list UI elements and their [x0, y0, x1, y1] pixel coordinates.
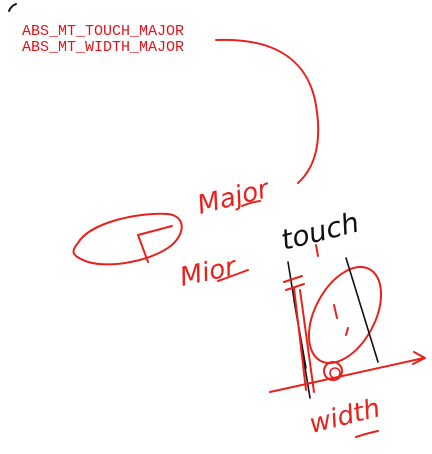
- connector-curve: [215, 38, 320, 184]
- minor-axis-line: [137, 234, 149, 263]
- ellipse-center-mark: [333, 304, 349, 336]
- touch-ellipse: [307, 265, 383, 365]
- width-major-constant: ABS_MT_WIDTH_MAJOR: [22, 39, 185, 56]
- touch-major-constant: ABS_MT_TOUCH_MAJOR: [22, 23, 185, 40]
- minor-label: Mior: [177, 251, 241, 293]
- touch-label: touch: [278, 206, 363, 257]
- major-axis-line: [137, 225, 173, 236]
- major-underline: [241, 200, 261, 207]
- major-label: Major: [194, 174, 274, 221]
- left-ellipse: [72, 212, 183, 266]
- contact-point-circle: [323, 361, 343, 381]
- minor-underline: [217, 269, 249, 282]
- baseline-arrow-head: [412, 351, 426, 365]
- corner-tick-mark: [8, 3, 17, 12]
- baseline-arrow: [269, 357, 425, 393]
- width-box-left-edge: [293, 287, 307, 391]
- width-box-inner-edge: [299, 289, 315, 393]
- top-tick-mark: [315, 244, 319, 257]
- edge-double-mark: [283, 275, 305, 291]
- width-bound-right-line: [345, 257, 379, 363]
- width-underline: [355, 430, 379, 438]
